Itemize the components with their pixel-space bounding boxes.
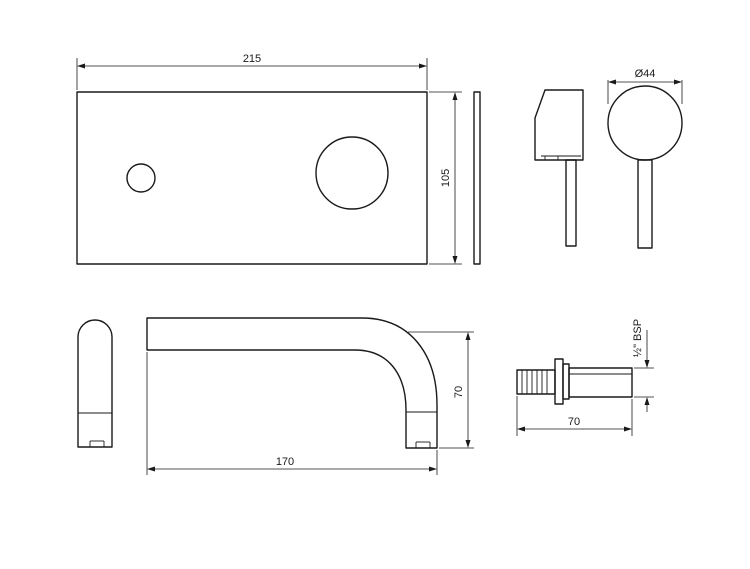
spout-length-dimension: 170 — [146, 352, 438, 475]
handle-diameter-dimension: Ø44 — [607, 68, 683, 104]
plate-width-dimension: 215 — [76, 53, 428, 90]
small-knob — [126, 163, 156, 193]
spout-height-label: 70 — [453, 386, 465, 398]
cover-plate-front-view — [76, 91, 428, 265]
handle-diameter-label: Ø44 — [635, 68, 656, 80]
body-length-label: 70 — [568, 416, 580, 428]
thread-label: ½" BSP — [632, 319, 644, 357]
handle-side-view — [534, 89, 584, 247]
spout-length-label: 170 — [276, 456, 294, 468]
plate-height-dimension: 105 — [429, 91, 462, 265]
spout-side-view — [146, 317, 438, 449]
handle-front-view — [607, 85, 683, 249]
spout-front-view — [77, 319, 113, 448]
thread-dimension: ½" BSP — [632, 319, 654, 412]
body-length-dimension: 70 — [516, 396, 633, 436]
plate-width-label: 215 — [243, 53, 261, 65]
plate-height-label: 105 — [440, 169, 452, 187]
concealed-body-view — [516, 358, 633, 405]
cover-plate-side-view — [473, 91, 481, 265]
mixer-handle-rosette — [315, 136, 389, 210]
spout-height-dimension: 70 — [408, 331, 474, 449]
